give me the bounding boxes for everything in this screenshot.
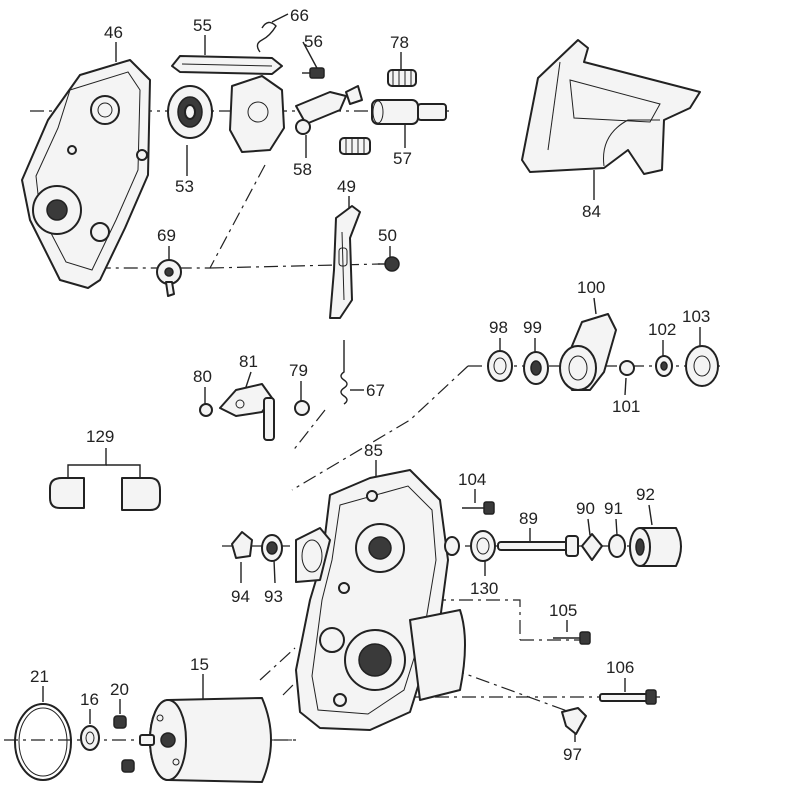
- part-89-shaft: [497, 535, 579, 557]
- label-81: 81: [239, 352, 258, 371]
- part-100-handle-arm: [559, 313, 617, 391]
- part-94-clip: [231, 531, 253, 559]
- label-15: 15: [190, 655, 209, 674]
- part-67-spring: [340, 340, 348, 405]
- label-92: 92: [636, 485, 655, 504]
- label-84: 84: [582, 202, 601, 221]
- part-98-washer: [487, 350, 513, 382]
- part-92-drum: [629, 527, 682, 567]
- part-130-washer: [470, 530, 496, 562]
- label-98: 98: [489, 318, 508, 337]
- part-15-motor: [139, 697, 292, 783]
- part-129-pads: [49, 477, 161, 511]
- part-labels: 46 55 66 56 78 53 58 57 84 49 69 50 100 …: [30, 6, 710, 764]
- label-103: 103: [682, 307, 710, 326]
- part-104-screw: [462, 501, 495, 515]
- part-21-oring: [14, 703, 72, 781]
- label-90: 90: [576, 499, 595, 518]
- part-53-bearing: [167, 85, 213, 139]
- part-79-pin: [294, 400, 310, 416]
- label-129: 129: [86, 427, 114, 446]
- part-103-washer: [685, 345, 719, 387]
- part-bracket-assembly: [229, 75, 363, 153]
- part-90-washer: [581, 533, 603, 561]
- part-bushing: [444, 536, 460, 556]
- label-101: 101: [612, 397, 640, 416]
- label-130: 130: [470, 579, 498, 598]
- label-78: 78: [390, 33, 409, 52]
- label-56: 56: [304, 32, 323, 51]
- label-85: 85: [364, 441, 383, 460]
- part-97-clip: [561, 707, 587, 735]
- label-46: 46: [104, 23, 123, 42]
- label-80: 80: [193, 367, 212, 386]
- part-46-side-plate: [21, 59, 151, 289]
- label-104: 104: [458, 470, 486, 489]
- part-105-screw: [553, 631, 591, 645]
- label-58: 58: [293, 160, 312, 179]
- label-57: 57: [393, 149, 412, 168]
- part-69-knob: [156, 259, 182, 297]
- label-67: 67: [366, 381, 385, 400]
- label-105: 105: [549, 601, 577, 620]
- label-49: 49: [337, 177, 356, 196]
- part-101-pin: [619, 360, 635, 376]
- label-53: 53: [175, 177, 194, 196]
- label-102: 102: [648, 320, 676, 339]
- label-55: 55: [193, 16, 212, 35]
- part-78-springs: [339, 69, 417, 155]
- part-91-ring: [608, 534, 626, 558]
- part-66-clip: [256, 21, 277, 53]
- part-50-screw: [378, 256, 400, 272]
- label-106: 106: [606, 658, 634, 677]
- label-50: 50: [378, 226, 397, 245]
- part-55-top-plate: [171, 55, 283, 75]
- label-16: 16: [80, 690, 99, 709]
- label-100: 100: [577, 278, 605, 297]
- label-79: 79: [289, 361, 308, 380]
- label-93: 93: [264, 587, 283, 606]
- label-89: 89: [519, 509, 538, 528]
- part-93-bearing: [261, 534, 283, 562]
- part-frame-side-plate: [295, 527, 331, 583]
- label-69: 69: [157, 226, 176, 245]
- part-84-side-cover: [521, 39, 701, 175]
- label-97: 97: [563, 745, 582, 764]
- leader-lines: [42, 13, 701, 742]
- label-91: 91: [604, 499, 623, 518]
- label-66: 66: [290, 6, 309, 25]
- part-106-bolt: [599, 689, 657, 705]
- part-16-washer: [80, 725, 100, 751]
- label-20: 20: [110, 680, 129, 699]
- part-49-lever: [329, 205, 361, 319]
- part-99-nut: [523, 351, 549, 385]
- part-56-screw: [302, 67, 325, 79]
- part-80-pin: [199, 403, 213, 417]
- part-20-screws: [113, 715, 135, 773]
- part-85-main-frame: [295, 469, 466, 731]
- part-102-nut: [655, 355, 673, 377]
- label-94: 94: [231, 587, 250, 606]
- part-81-latch: [219, 383, 275, 441]
- part-57-plunger: [371, 99, 447, 125]
- label-99: 99: [523, 318, 542, 337]
- label-21: 21: [30, 667, 49, 686]
